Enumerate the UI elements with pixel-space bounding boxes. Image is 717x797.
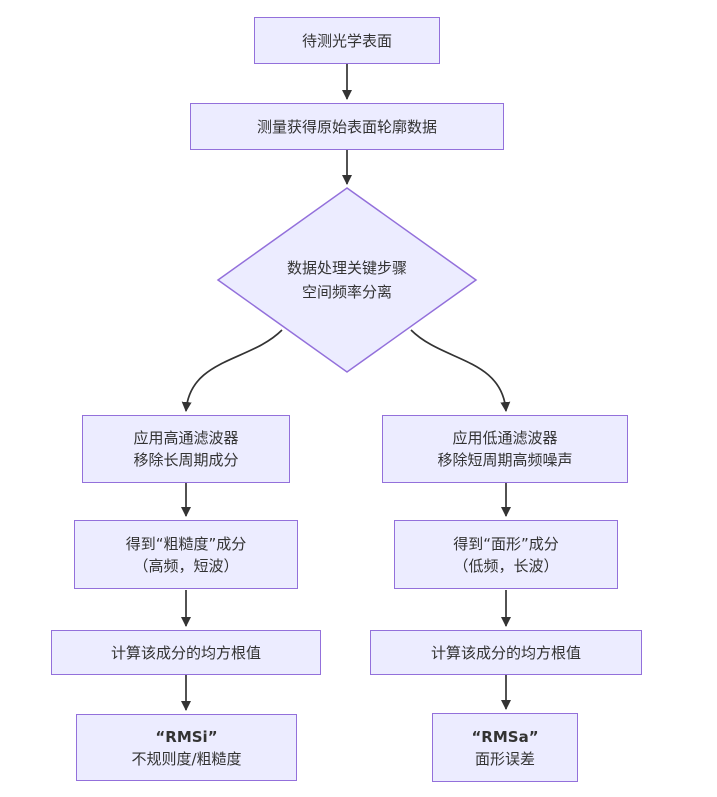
node-decision-line2: 空间频率分离 (301, 283, 392, 301)
node-start: 待测光学表面 (254, 17, 440, 64)
node-figure-line1: 得到“面形”成分 (453, 534, 559, 553)
node-highpass-line2: 移除长周期成分 (133, 451, 239, 469)
node-highpass-line1: 应用高通滤波器 (133, 429, 239, 447)
node-highpass-filter: 应用高通滤波器 移除长周期成分 (82, 415, 290, 483)
node-rms-calc-right-label: 计算该成分的均方根值 (430, 643, 581, 662)
node-lowpass-line1: 应用低通滤波器 (452, 429, 558, 447)
arrow-decision-to-lowpass (410, 329, 511, 412)
node-measure: 测量获得原始表面轮廓数据 (190, 103, 504, 150)
node-rmsi-line2: 不规则度/粗糙度 (131, 749, 242, 768)
decision-diamond-shape (216, 187, 478, 373)
node-roughness-line1: 得到“粗糙度”成分 (125, 534, 247, 553)
node-figure-line2: （低频，长波） (453, 556, 559, 575)
node-rms-calc-left: 计算该成分的均方根值 (51, 630, 321, 675)
node-rmsi-result: “RMSi” 不规则度/粗糙度 (76, 714, 297, 781)
node-rms-calc-right: 计算该成分的均方根值 (370, 630, 642, 675)
node-roughness-line2: （高频，短波） (133, 556, 239, 575)
node-decision-line1: 数据处理关键步骤 (286, 259, 407, 277)
node-roughness-component: 得到“粗糙度”成分 （高频，短波） (74, 520, 298, 589)
node-measure-label: 测量获得原始表面轮廓数据 (256, 117, 437, 136)
node-start-label: 待测光学表面 (301, 31, 392, 50)
node-rmsa-result: “RMSa” 面形误差 (432, 713, 578, 782)
node-rmsa-line1: “RMSa” (471, 727, 539, 746)
arrow-decision-to-highpass (181, 329, 283, 412)
node-rms-calc-left-label: 计算该成分的均方根值 (110, 643, 261, 662)
node-figure-component: 得到“面形”成分 （低频，长波） (394, 520, 618, 589)
node-rmsi-line1: “RMSi” (155, 727, 218, 746)
node-rmsa-line2: 面形误差 (474, 749, 535, 768)
node-lowpass-filter: 应用低通滤波器 移除短周期高频噪声 (382, 415, 628, 483)
node-decision: 数据处理关键步骤 空间频率分离 (218, 188, 476, 372)
node-lowpass-line2: 移除短周期高频噪声 (437, 451, 573, 469)
